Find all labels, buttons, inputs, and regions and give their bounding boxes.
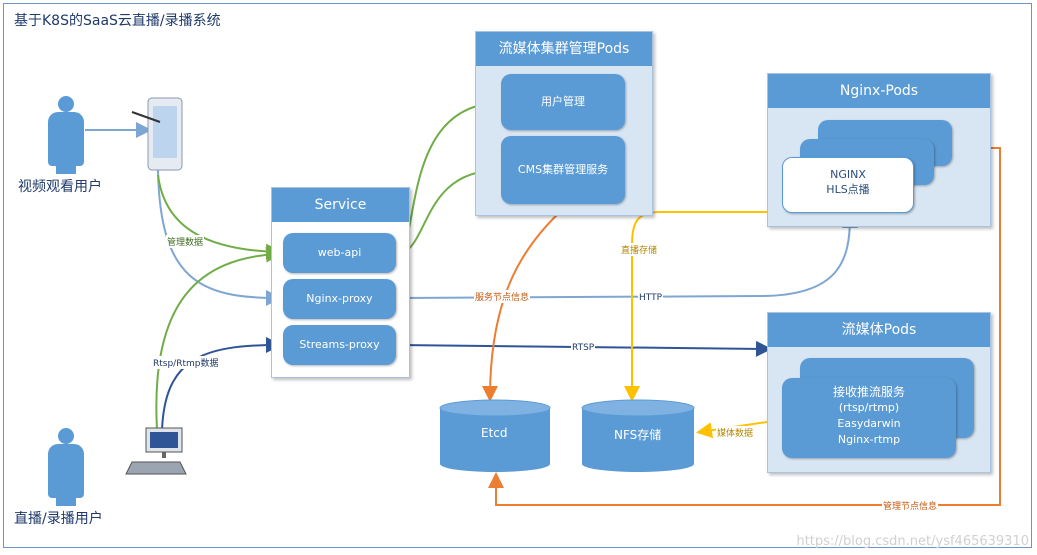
edge-label-mgmt-data: 管理数据 [166, 235, 205, 248]
media-line1: 接收推流服务 [832, 385, 905, 399]
edge-label-http: HTTP [638, 293, 664, 303]
computer-icon [125, 427, 187, 475]
cms-cluster-box[interactable]: CMS集群管理服务 [501, 136, 625, 204]
edge-label-service-node: 服务节点信息 [474, 290, 531, 303]
etcd-cylinder [439, 399, 551, 472]
viewer-label: 视频观看用户 [18, 179, 102, 195]
etcd-label: Etcd [481, 426, 508, 440]
edge-label-rtsp: RTSP [571, 343, 596, 353]
service-streams-proxy[interactable]: Streams-proxy [283, 325, 396, 365]
media-pod-box[interactable]: 接收推流服务 (rtsp/rtmp) Easydarwin Nginx-rtmp [782, 378, 956, 458]
edge-label-mgmt-node: 管理节点信息 [882, 499, 939, 512]
phone-icon [131, 97, 183, 171]
user-management-box[interactable]: 用户管理 [501, 74, 625, 130]
service-title: Service [272, 188, 409, 222]
edge-nginx-nfs [624, 211, 786, 402]
media-line4: Nginx-rtmp [837, 433, 901, 446]
broadcaster-label: 直播/录播用户 [14, 511, 103, 527]
page-title: 基于K8S的SaaS云直播/录播系统 [14, 13, 221, 29]
edge-phone-webapi [157, 174, 282, 260]
edge-label-rtsp-rtmp: Rtsp/Rtmp数据 [152, 356, 220, 369]
nfs-label: NFS存储 [614, 428, 662, 442]
edge-cms-etcd [482, 211, 561, 402]
nfs-cylinder [581, 399, 695, 472]
edge-phone-nginx-proxy [157, 169, 282, 306]
service-nginx-proxy[interactable]: Nginx-proxy [283, 279, 396, 319]
nginx-hls-line1: NGINX [830, 168, 866, 181]
nginx-hls-line2: HLS点播 [826, 183, 870, 196]
watermark: https://blog.csdn.net/ysf465639310 [796, 534, 1029, 549]
edge-nginx-proxy-http [397, 212, 858, 299]
edge-label-live-storage: 直播存储 [620, 243, 659, 256]
edge-pc-webapi [155, 246, 282, 431]
diagram-frame [3, 3, 1032, 548]
service-webapi[interactable]: web-api [283, 233, 396, 273]
streaming-cluster-title: 流媒体集群管理Pods [476, 32, 652, 66]
edge-label-media-data: 媒体数据 [716, 426, 755, 439]
media-pods-title: 流媒体Pods [768, 313, 990, 347]
media-line3: Easydarwin [837, 417, 901, 430]
nginx-pods-title: Nginx-Pods [768, 74, 990, 108]
edge-mgmt-node-loop [488, 147, 1001, 506]
media-line2: (rtsp/rtmp) [838, 401, 900, 414]
nginx-hls-box[interactable]: NGINX HLS点播 [782, 157, 914, 213]
